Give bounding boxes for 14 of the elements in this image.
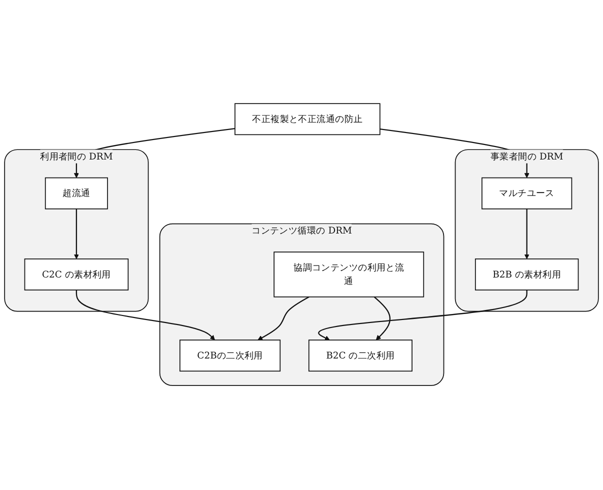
- arrow: [374, 296, 391, 341]
- node-box: マルチユース: [482, 178, 572, 210]
- arrow: [524, 209, 530, 260]
- arrow: [74, 209, 79, 260]
- node-box: 協調コンテンツの利用と流通: [274, 252, 424, 298]
- node-box: B2B の素材利用: [474, 258, 579, 291]
- node-box: 不正複製と不正流通の防止: [234, 104, 380, 136]
- node-box: B2C の二次利用: [308, 340, 412, 372]
- node-box: 超流通: [44, 178, 108, 210]
- node-box: C2Bの二次利用: [180, 340, 281, 372]
- arrow: [318, 290, 528, 341]
- arrow: [76, 290, 215, 341]
- arrow: [258, 296, 310, 341]
- node-box: C2C の素材利用: [24, 258, 129, 291]
